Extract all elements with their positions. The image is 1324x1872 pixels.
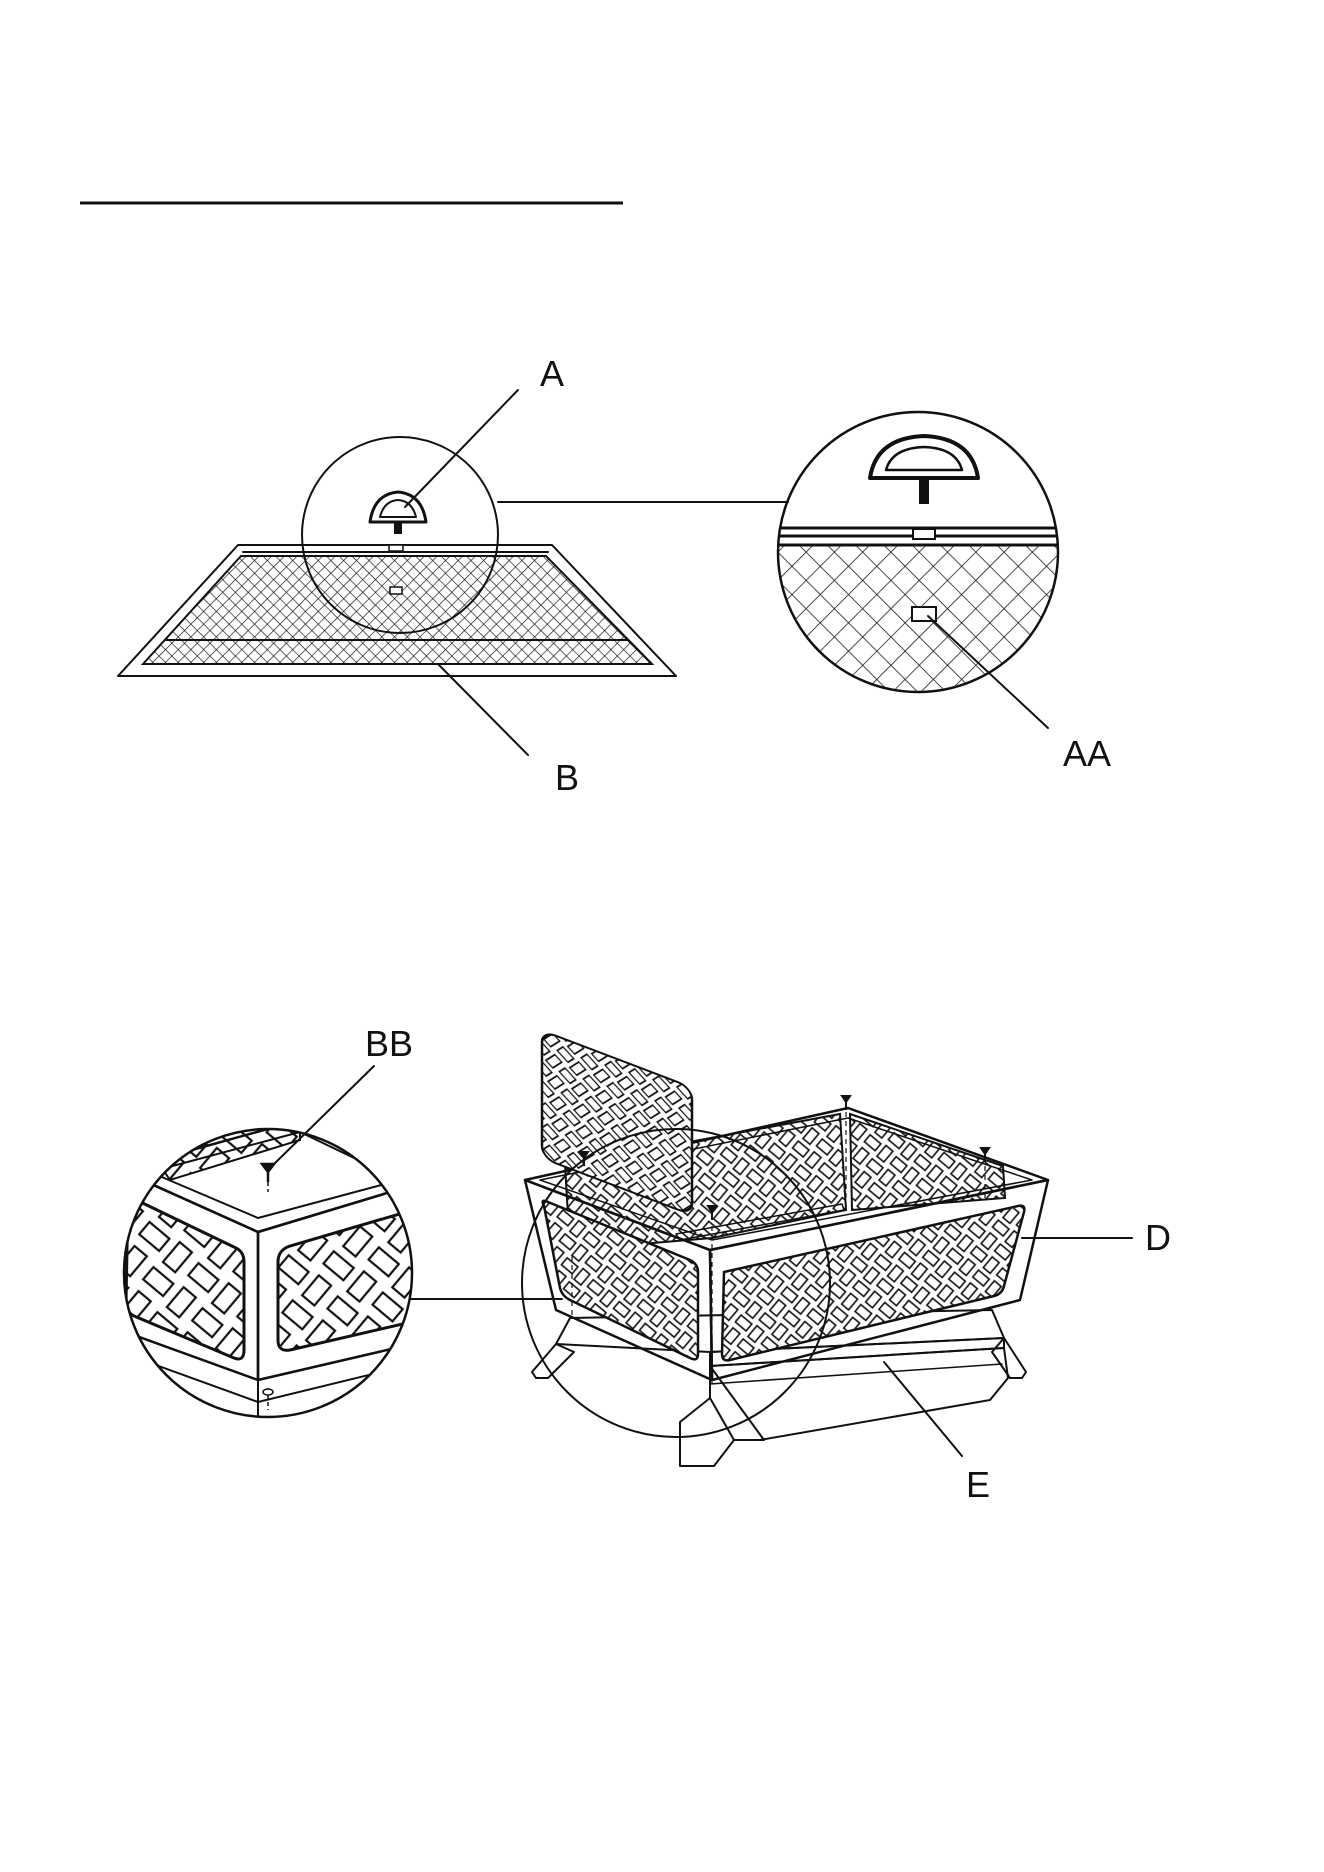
spark-screen-diagram: A B AA <box>118 353 1111 798</box>
label-a: A <box>540 353 564 394</box>
screen-handle <box>370 492 426 534</box>
detail-circle-aa <box>770 412 1070 695</box>
label-bb: BB <box>365 1023 413 1064</box>
detail-circle-bb <box>120 1110 430 1440</box>
label-d: D <box>1145 1217 1171 1258</box>
fire-bowl-body <box>525 1030 1048 1386</box>
label-b: B <box>555 757 579 798</box>
label-e: E <box>966 1464 990 1505</box>
spark-screen-mesh <box>143 556 652 664</box>
label-aa: AA <box>1063 733 1111 774</box>
fire-bowl-diagram: BB D E <box>120 1023 1171 1505</box>
